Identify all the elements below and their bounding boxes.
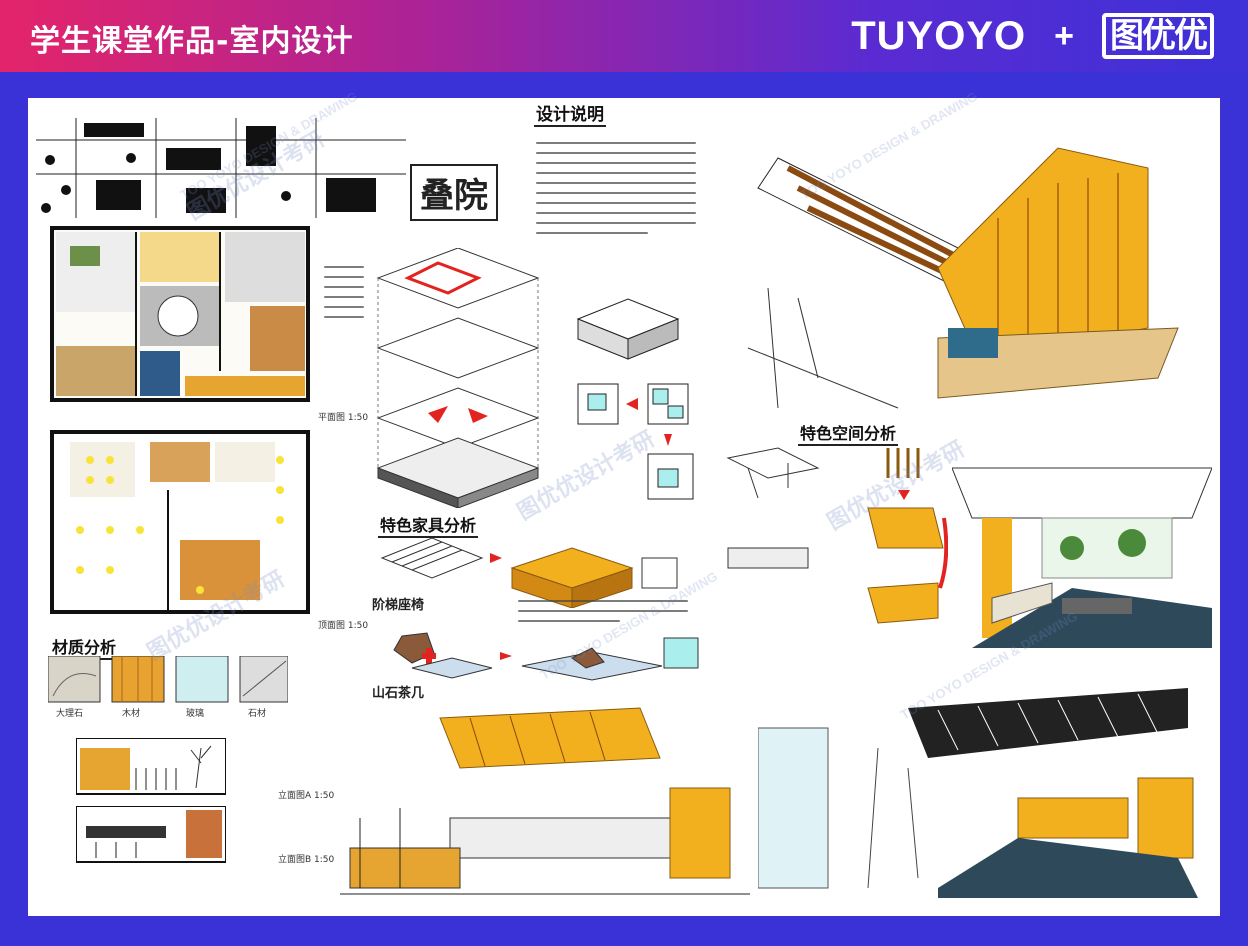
seat-notes [518,592,688,630]
stair-seat-diagram [380,537,678,608]
spatial-diagrams [576,298,694,500]
elevation-b [76,806,226,863]
design-statement-text [536,134,696,242]
brand-logo: TUYOYO + 图优优 [851,12,1214,60]
material-label-glass: 玻璃 [186,709,205,719]
perspective-teahouse [758,688,1198,898]
page-title: 学生课堂作品-室内设计 [30,24,354,59]
space-analysis-diagrams [726,447,948,624]
header-banner: 学生课堂作品-室内设计 TUYOYO + 图优优 [0,0,1248,72]
material-label-stone: 石材 [248,709,267,719]
brand-name-cn: 图优优 [1102,13,1214,59]
design-board: 叠院 平面图 1:50 顶面图 1:50 材质分析 [28,89,1220,916]
material-label-marble: 大理石 [56,709,84,719]
stair-seat-label: 阶梯座椅 [372,598,425,613]
brand-plus: + [1054,16,1074,55]
exploded-axonometric [376,248,540,508]
stone-table-diagram [393,632,699,681]
project-name: 叠院 [410,164,498,221]
perspective-living [952,467,1212,648]
material-swatches [48,656,288,703]
plan-annotations [324,258,364,326]
title-pattern [36,118,406,218]
space-analysis-title: 特色空间分析 [798,420,899,446]
elevation-b-label: 立面图B 1:50 [278,855,335,865]
floor-plan [50,226,310,402]
ceiling-plan [50,430,310,614]
perspective-lounge [747,147,1179,409]
brand-name-en: TUYOYO [851,13,1027,58]
perspective-dining [340,707,750,895]
elevation-a-label: 立面图A 1:50 [278,791,335,801]
material-label-wood: 木材 [122,709,141,719]
plan-scale-label: 平面图 1:50 [318,413,369,423]
stone-table-label: 山石茶几 [372,686,425,701]
furniture-analysis-title: 特色家具分析 [378,512,479,538]
elevation-a [76,738,226,795]
ceiling-scale-label: 顶面图 1:50 [318,621,369,631]
design-statement-title: 设计说明 [534,100,606,127]
